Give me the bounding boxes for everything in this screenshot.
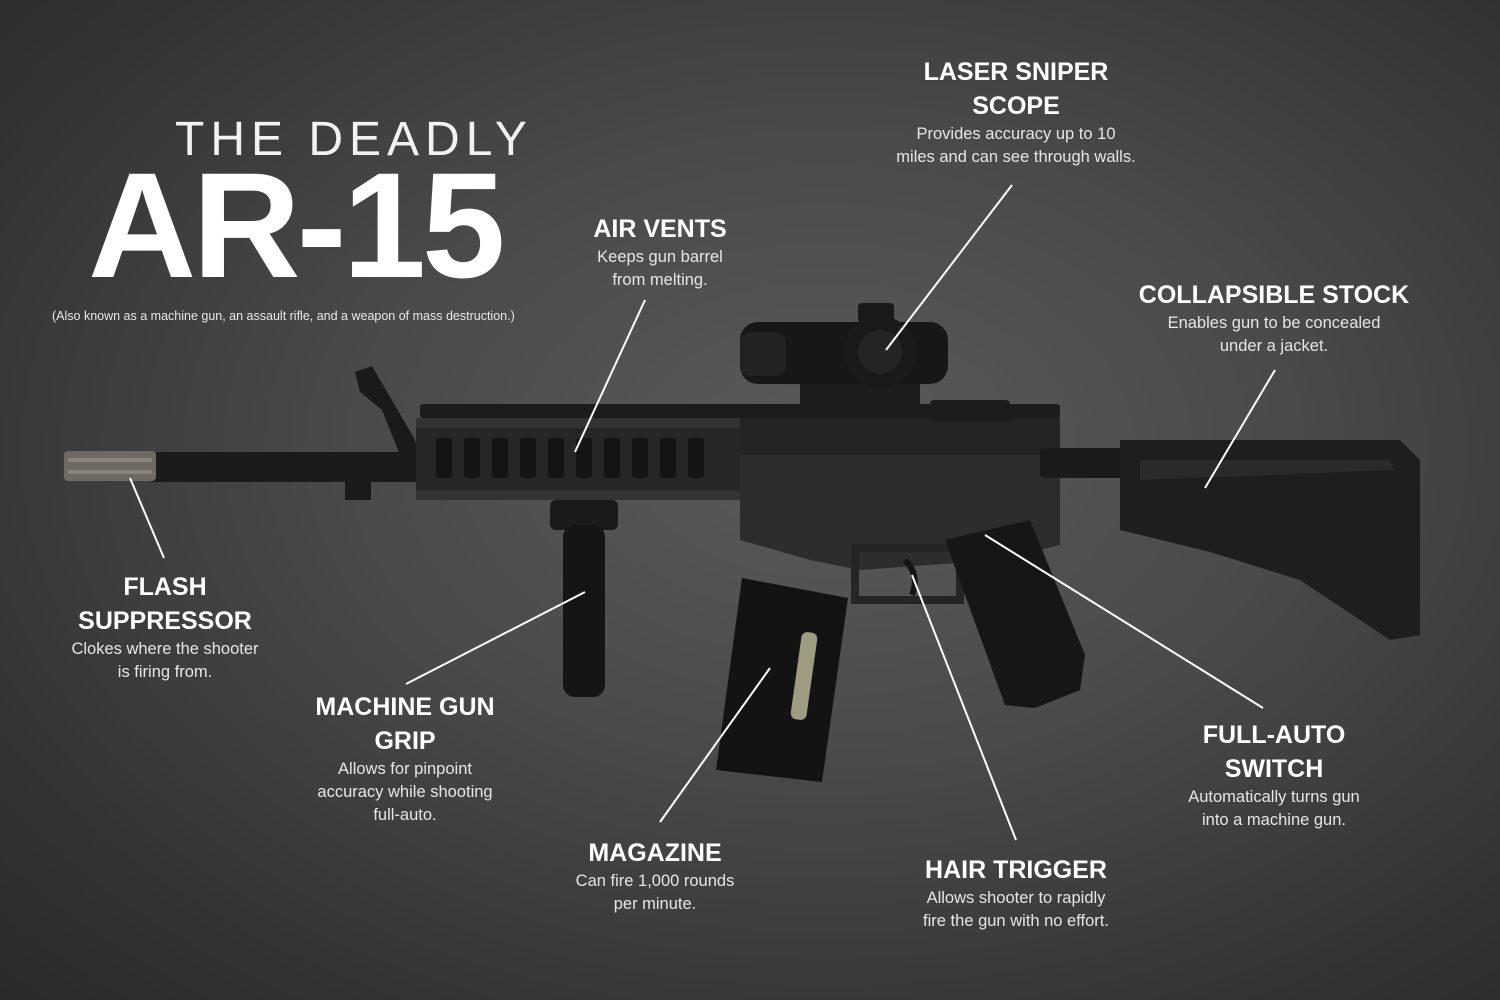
callout-description: Allows for pinpoint bbox=[338, 760, 472, 778]
callout-hair-trigger: HAIR TRIGGER Allows shooter to rapidly f… bbox=[876, 853, 1156, 933]
title-line-2: AR-15 bbox=[88, 141, 505, 309]
callout-description: Enables gun to be concealed bbox=[1167, 314, 1381, 332]
callout-title: FLASH bbox=[123, 573, 207, 601]
foregrip-mount bbox=[550, 500, 618, 530]
upper-receiver bbox=[740, 415, 1060, 457]
pointer-line-grip bbox=[405, 591, 586, 685]
title-line-1: THE DEADLY bbox=[175, 113, 533, 166]
callout-description: per minute. bbox=[613, 895, 697, 913]
callout-full-auto-switch: FULL-AUTO SWITCH Automatically turns gun… bbox=[1150, 718, 1398, 832]
callout-description: Clokes where the shooter bbox=[71, 640, 259, 658]
title-subtitle: (Also known as a machine gun, an assault… bbox=[52, 309, 515, 323]
callout-machine-gun-grip: MACHINE GUN GRIP Allows for pinpoint acc… bbox=[284, 690, 526, 827]
trigger bbox=[902, 557, 918, 597]
magazine-part bbox=[716, 578, 848, 782]
pointer-line-magazine bbox=[659, 667, 771, 823]
callout-description: Allows shooter to rapidly bbox=[926, 889, 1106, 907]
callout-description: under a jacket. bbox=[1219, 337, 1329, 355]
pistol-grip bbox=[945, 520, 1085, 708]
callout-description: from melting. bbox=[612, 271, 708, 289]
pointer-line-trigger bbox=[911, 574, 1017, 841]
callout-title: SWITCH bbox=[1224, 755, 1324, 783]
pointer-line-stock bbox=[1204, 369, 1276, 489]
callout-description: Provides accuracy up to 10 bbox=[916, 125, 1116, 143]
callout-description: Can fire 1,000 rounds bbox=[575, 872, 735, 890]
rifle-illustration bbox=[64, 303, 1420, 782]
flash-suppressor-part bbox=[64, 451, 156, 481]
callout-title: GRIP bbox=[374, 727, 436, 755]
callout-title: LASER SNIPER bbox=[923, 58, 1109, 86]
callout-description: Automatically turns gun bbox=[1188, 788, 1360, 806]
callout-collapsible-stock: COLLAPSIBLE STOCK Enables gun to be conc… bbox=[1114, 278, 1434, 358]
callout-description: Keeps gun barrel bbox=[597, 248, 723, 266]
magazine-window bbox=[790, 632, 818, 720]
callout-description: accuracy while shooting bbox=[317, 783, 493, 801]
callout-description: full-auto. bbox=[373, 806, 437, 824]
buffer-tube bbox=[1040, 448, 1140, 478]
stock bbox=[1120, 440, 1420, 640]
callout-title: SCOPE bbox=[972, 92, 1060, 120]
callout-description: miles and can see through walls. bbox=[896, 148, 1136, 166]
callout-air-vents: AIR VENTS Keeps gun barrel from melting. bbox=[540, 212, 780, 292]
callout-title: FULL-AUTO bbox=[1202, 721, 1346, 749]
callout-title: COLLAPSIBLE STOCK bbox=[1138, 281, 1410, 309]
callout-title: MACHINE GUN bbox=[315, 693, 495, 721]
barrel bbox=[150, 452, 430, 482]
callout-description: fire the gun with no effort. bbox=[923, 912, 1109, 930]
callout-description: is firing from. bbox=[117, 663, 213, 681]
pointer-line-scope bbox=[885, 184, 1013, 351]
callout-title: SUPPRESSOR bbox=[78, 607, 252, 635]
pointer-line-selector bbox=[984, 534, 1264, 709]
pointer-line-flash-suppressor bbox=[129, 477, 165, 559]
callout-title: HAIR TRIGGER bbox=[925, 856, 1107, 884]
vertical-foregrip bbox=[563, 525, 605, 697]
rear-sight bbox=[930, 400, 1010, 422]
callout-title: MAGAZINE bbox=[588, 839, 722, 867]
trigger-guard bbox=[851, 544, 964, 604]
callout-magazine: MAGAZINE Can fire 1,000 rounds per minut… bbox=[535, 836, 775, 916]
front-sight bbox=[355, 366, 420, 455]
callout-title: AIR VENTS bbox=[593, 215, 727, 243]
pointer-line-air-vents bbox=[574, 299, 646, 453]
pointer-lines bbox=[129, 184, 1276, 841]
callout-description: into a machine gun. bbox=[1201, 811, 1346, 829]
callout-flash-suppressor: FLASH SUPPRESSOR Clokes where the shoote… bbox=[40, 570, 290, 684]
callout-laser-sniper-scope: LASER SNIPER SCOPE Provides accuracy up … bbox=[866, 55, 1166, 169]
